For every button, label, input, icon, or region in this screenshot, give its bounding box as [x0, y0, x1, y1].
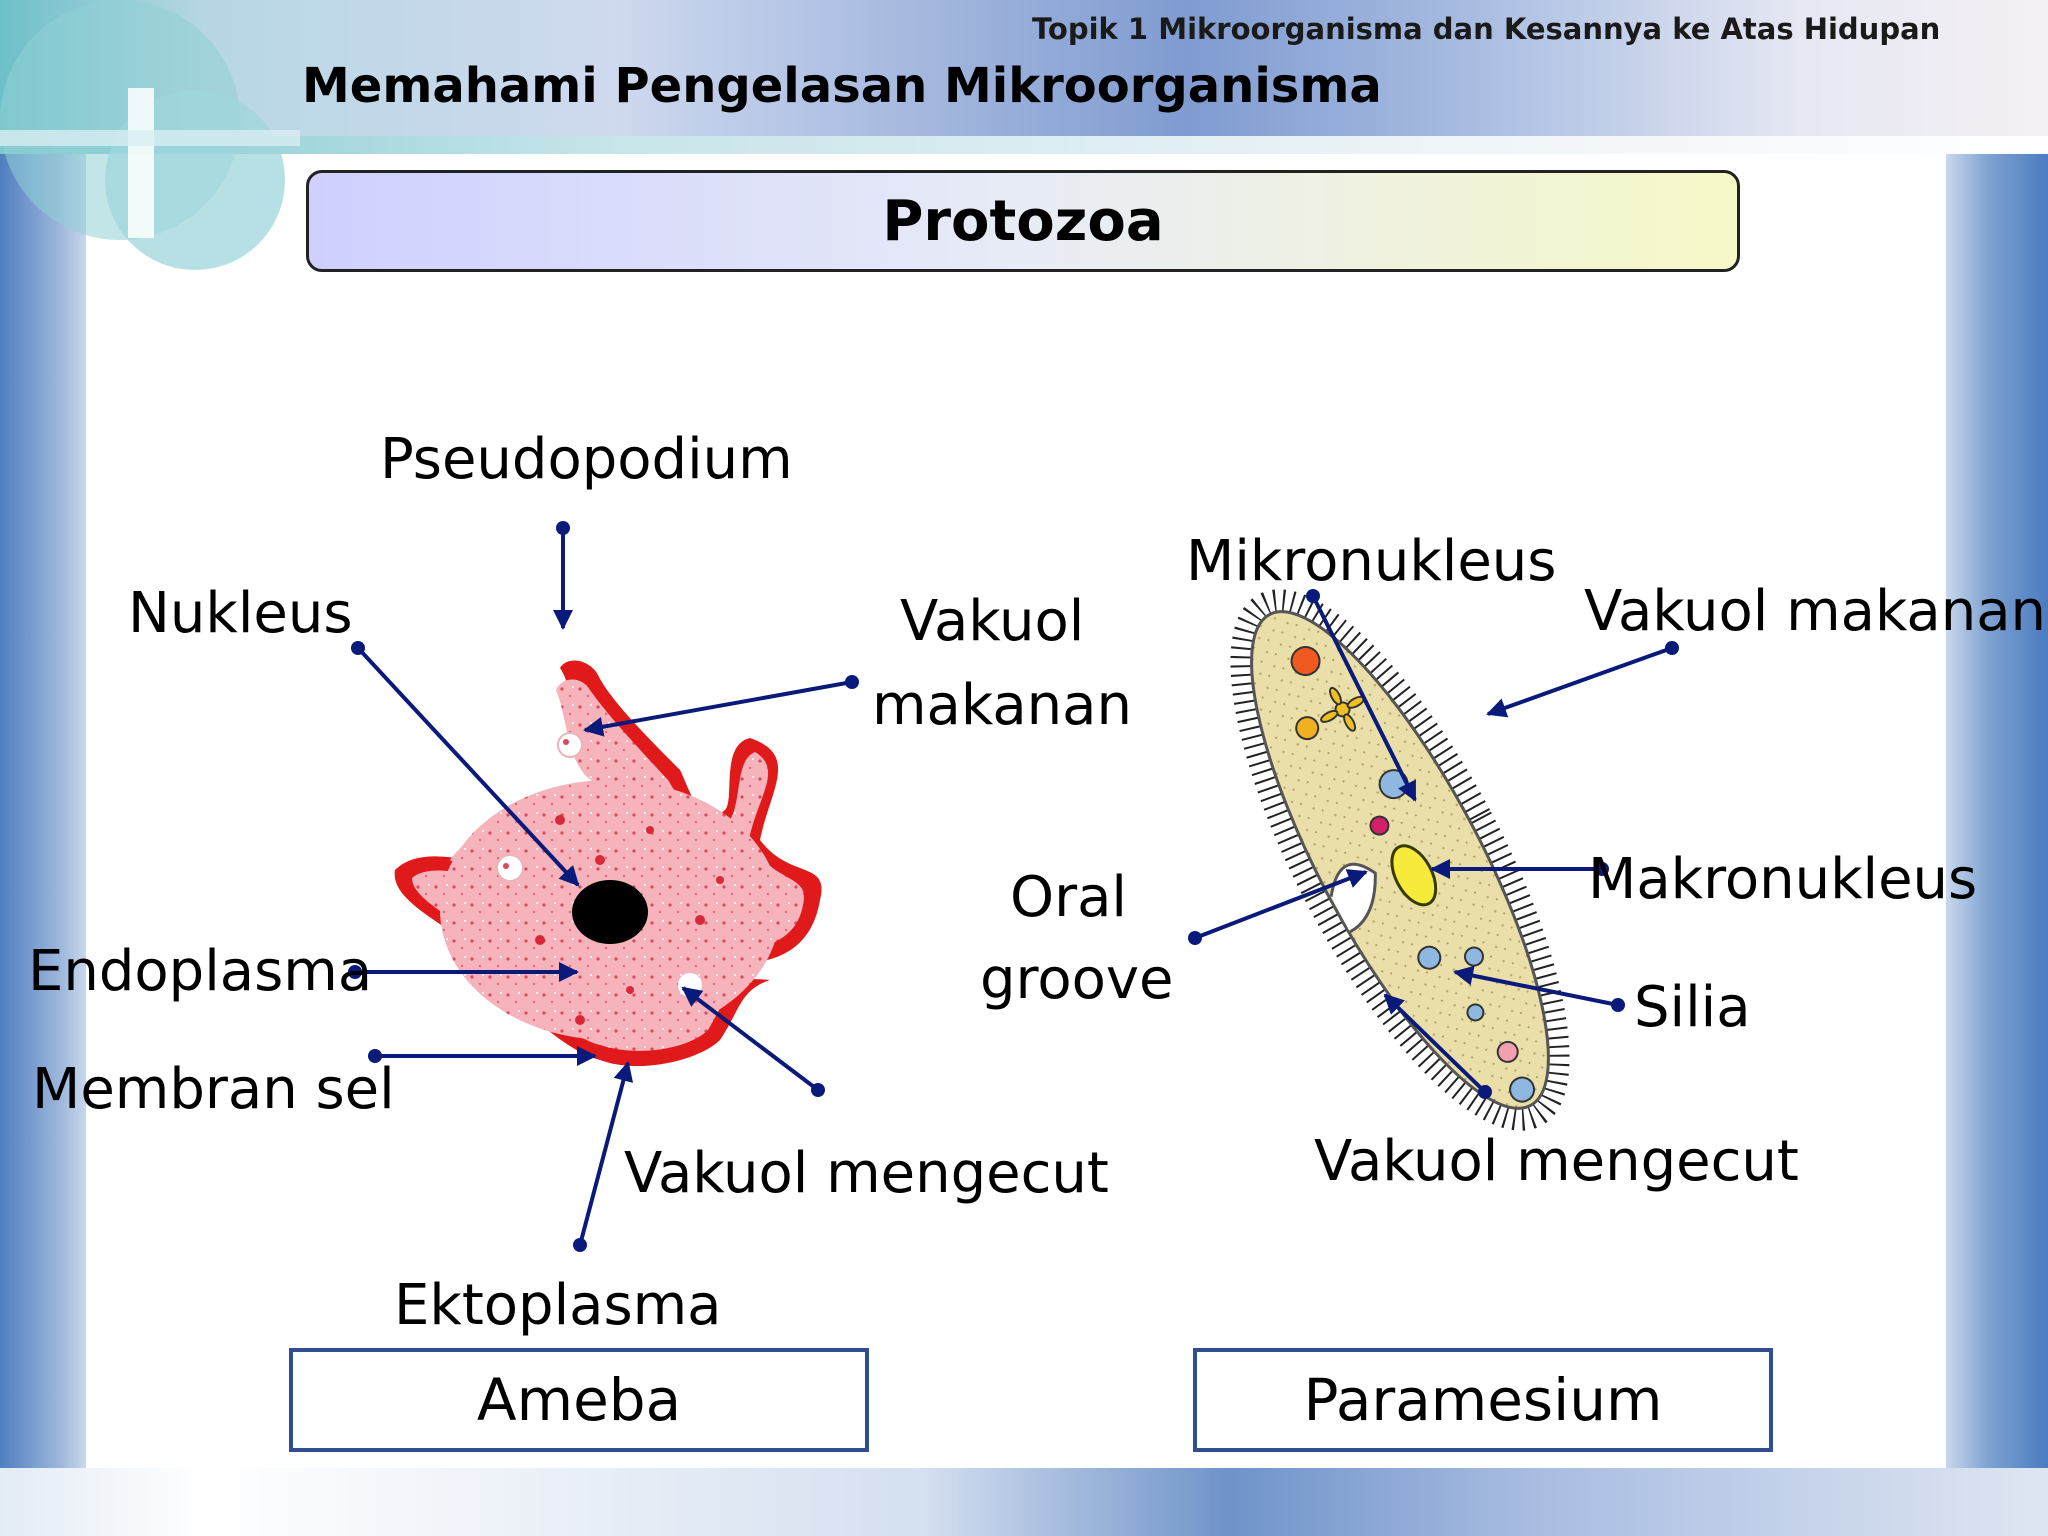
- arrow-ektoplasma: [578, 1061, 634, 1246]
- arrow-silia: [1453, 965, 1619, 1007]
- ameba-illustration: [394, 660, 822, 1067]
- label-pseudopodium: Pseudopodium: [380, 427, 793, 492]
- paramesium-micronucleus: [1369, 815, 1390, 836]
- ameba-food-vacuole-2: [496, 854, 524, 882]
- arrow-vakuol-makanan-ameba: [583, 680, 853, 737]
- label-vakuol-mengecut-paramesium: Vakuol mengecut: [1314, 1129, 1799, 1194]
- arrow-mikronukleus: [1311, 595, 1417, 802]
- paramesium-name-box: Paramesium: [1193, 1348, 1773, 1452]
- label-vakuol-makanan-ameba-2: makanan: [872, 673, 1132, 738]
- arrow-vakuol-mengecut-paramesium: [1383, 993, 1487, 1094]
- label-arrows: [348, 521, 1679, 1252]
- ameba-name: Ameba: [476, 1366, 682, 1434]
- paramesium-illustration: [1230, 589, 1570, 1131]
- label-vakuol-makanan-paramesium: Vakuol makanan: [1584, 579, 2047, 644]
- label-nukleus: Nukleus: [128, 581, 353, 646]
- label-vakuol-mengecut-ameba: Vakuol mengecut: [624, 1141, 1109, 1206]
- paramesium-contractile-star: [1320, 686, 1365, 732]
- paramesium-contractile-vacuole: [1496, 1040, 1519, 1063]
- label-oral-groove-1: Oral: [1010, 865, 1127, 930]
- label-mikronukleus: Mikronukleus: [1186, 529, 1557, 594]
- paramesium-food-vacuole: [1290, 646, 1321, 677]
- section-banner: Protozoa: [306, 170, 1740, 272]
- header-circle-logo: [0, 0, 300, 270]
- ameba-food-vacuole-1: [557, 732, 583, 758]
- footer-band: [0, 1468, 2048, 1536]
- arrow-vakuol-makanan-paramesium: [1486, 646, 1673, 718]
- slide-canvas: [86, 154, 1946, 1468]
- arrow-nukleus: [356, 646, 580, 887]
- paramesium-macronucleus: [1390, 844, 1438, 907]
- header-band: [0, 0, 2048, 150]
- label-makronukleus: Makronukleus: [1588, 847, 1978, 912]
- page-title: Memahami Pengelasan Mikroorganisma: [302, 58, 1382, 114]
- topic-label: Topik 1 Mikroorganisma dan Kesannya ke A…: [1032, 12, 1941, 46]
- label-vakuol-makanan-ameba-1: Vakuol: [900, 589, 1085, 654]
- label-endoplasma: Endoplasma: [28, 939, 373, 1004]
- header-line: [0, 136, 2048, 154]
- label-silia: Silia: [1634, 975, 1751, 1040]
- paramesium-name: Paramesium: [1303, 1366, 1663, 1434]
- ameba-name-box: Ameba: [289, 1348, 869, 1452]
- arrow-vakuol-mengecut-ameba: [681, 986, 820, 1092]
- label-oral-groove-2: groove: [980, 947, 1174, 1012]
- arrow-oral-groove: [1194, 869, 1368, 940]
- banner-title: Protozoa: [882, 188, 1164, 254]
- label-membran-sel: Membran sel: [32, 1057, 395, 1122]
- background-right-band: [1928, 0, 2048, 1536]
- label-ektoplasma: Ektoplasma: [394, 1273, 722, 1338]
- ameba-nucleus: [572, 880, 648, 944]
